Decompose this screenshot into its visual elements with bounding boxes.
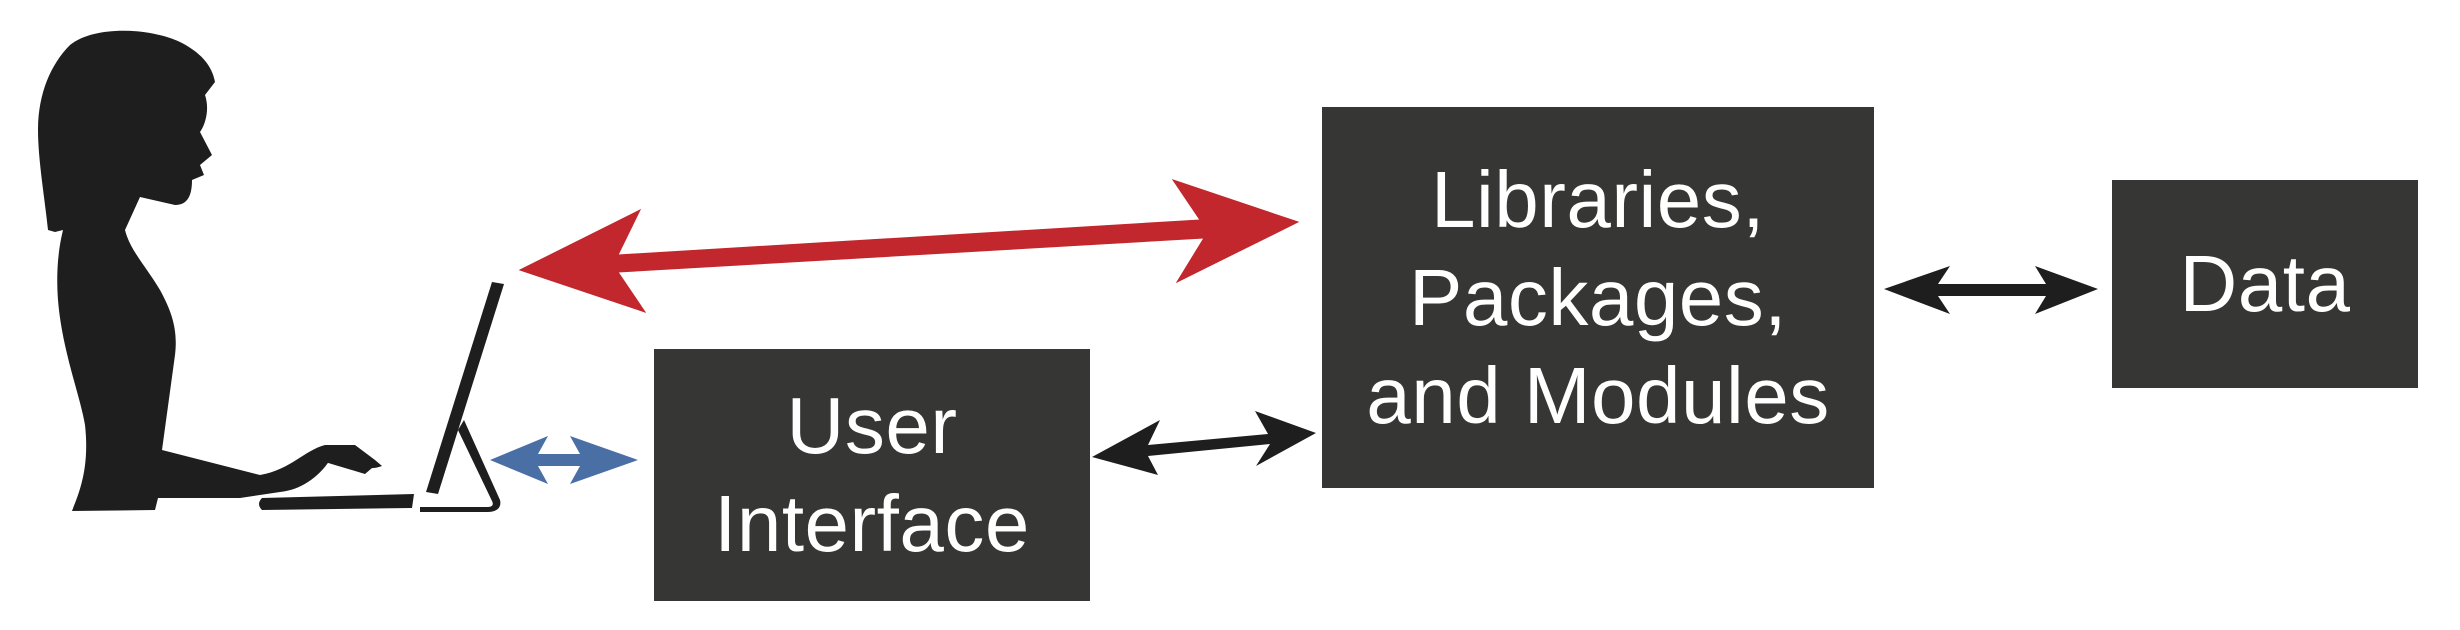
black-double-arrow-ui-libs-icon — [1092, 411, 1316, 475]
data-box: Data — [2112, 180, 2418, 388]
user-interface-label-line1: User — [786, 381, 958, 470]
libraries-label-line1: Libraries, — [1430, 154, 1766, 244]
red-double-arrow-icon — [518, 179, 1300, 313]
user-interface-label-line2: Interface — [714, 479, 1030, 568]
libraries-label-line2: Packages, — [1408, 252, 1788, 342]
data-label: Data — [2179, 239, 2351, 328]
libraries-packages-modules-box: Libraries, Packages, and Modules — [1322, 107, 1874, 488]
blue-double-arrow-icon — [490, 436, 638, 484]
user-interface-box: User Interface — [654, 349, 1090, 601]
black-double-arrow-libs-data-icon — [1884, 266, 2098, 314]
libraries-label-line3: and Modules — [1366, 350, 1830, 440]
